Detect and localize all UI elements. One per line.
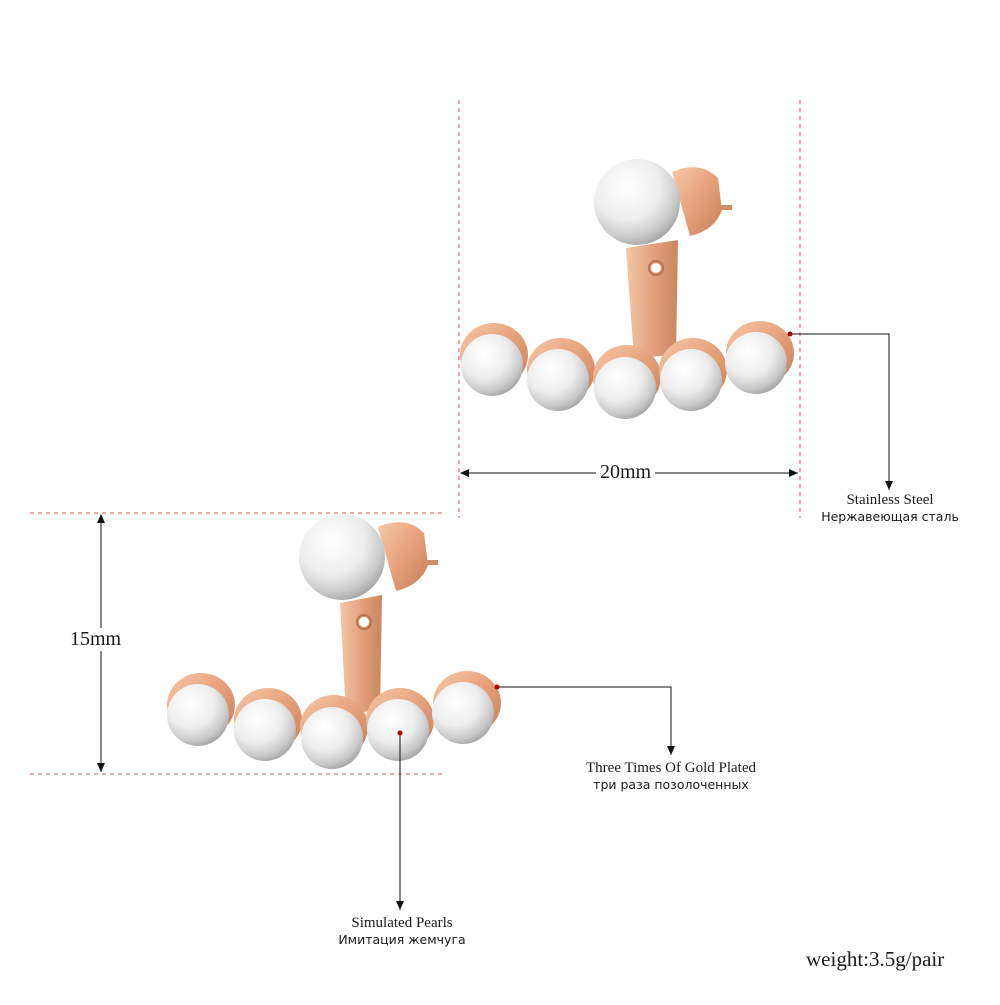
stud-base	[378, 522, 428, 591]
weight-label: weight:3.5g/pair	[806, 947, 945, 971]
bar-pearl	[660, 349, 722, 411]
stud-post	[716, 205, 732, 210]
bar-pearl	[301, 707, 363, 769]
callout-gold-plated-ru: три раза позолоченных	[593, 777, 749, 792]
jacket-plate	[626, 240, 678, 358]
callout-pearls-ru: Имитация жемчуга	[338, 932, 466, 947]
pearl-bar-top	[460, 321, 794, 419]
stud-pearl	[299, 514, 385, 600]
jacket-hole	[648, 260, 664, 276]
stud-post	[422, 560, 438, 565]
callout-dots	[397, 331, 793, 736]
jacket-hole-center	[651, 263, 661, 273]
bar-pearl	[594, 357, 656, 419]
height-label: 15mm	[66, 628, 126, 651]
pearl-bar-bottom	[167, 671, 501, 769]
dot-pearls	[397, 730, 403, 736]
callout-pearls: Simulated Pearls Имитация жемчуга	[332, 915, 472, 947]
bar-pearl	[725, 332, 787, 394]
stud-base	[672, 167, 722, 236]
leader-gold-plated	[497, 686, 675, 755]
bar-pearl	[234, 699, 296, 761]
jacket-plate	[340, 595, 382, 714]
earring-top	[460, 159, 794, 419]
jacket-hole-center	[359, 617, 369, 627]
callout-stainless-steel: Stainless Steel Нержавеющая сталь	[820, 492, 960, 524]
callout-stainless-steel-ru: Нержавеющая сталь	[821, 509, 959, 524]
callout-gold-plated-en: Three Times Of Gold Plated	[586, 760, 756, 776]
bar-pearl	[527, 349, 589, 411]
bar-pearl	[167, 684, 229, 746]
callout-pearls-en: Simulated Pearls	[351, 915, 453, 931]
callout-stainless-steel-en: Stainless Steel	[846, 492, 934, 508]
dimension-guides	[30, 100, 801, 775]
bar-pearl	[461, 334, 523, 396]
earring-bottom	[167, 514, 501, 769]
dot-gold-plated	[494, 684, 500, 690]
callout-leaders	[396, 333, 893, 910]
dot-stainless-steel	[787, 331, 793, 337]
callout-gold-plated: Three Times Of Gold Plated три раза позо…	[566, 760, 776, 792]
jacket-hole	[356, 614, 372, 630]
bar-pearl	[432, 682, 494, 744]
stud-pearl	[594, 159, 680, 245]
width-label: 20mm	[596, 461, 656, 484]
bar-pearl	[367, 699, 429, 761]
leader-stainless-steel	[790, 333, 893, 490]
